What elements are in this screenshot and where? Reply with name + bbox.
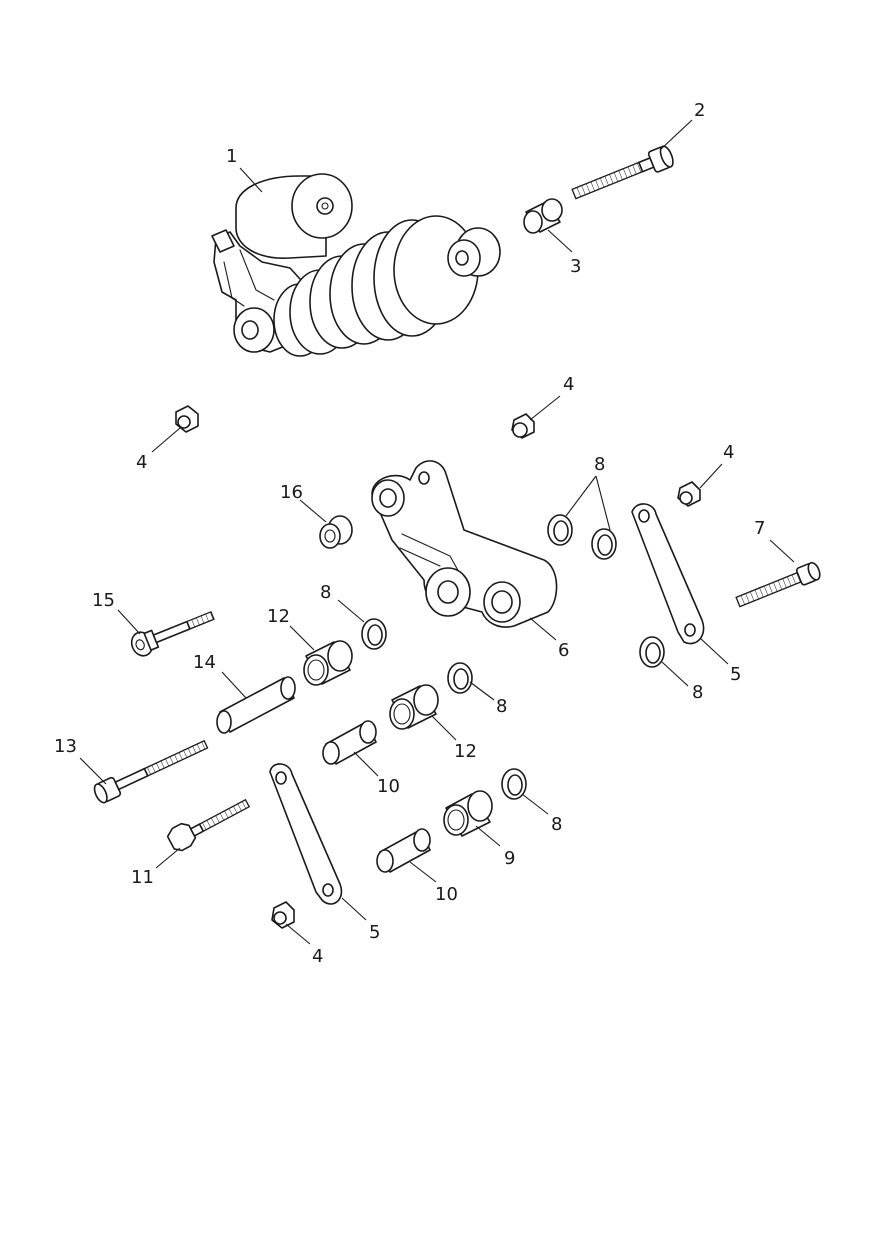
spacer-16[interactable] — [319, 515, 353, 549]
callout-8-d: 8 — [692, 682, 703, 703]
callout-11: 11 — [131, 867, 154, 888]
bearing-12-upper[interactable] — [303, 640, 353, 686]
nut-upper-middle[interactable] — [511, 413, 535, 439]
link-right[interactable] — [631, 503, 705, 645]
bolt-long-13[interactable] — [92, 735, 210, 804]
bush-10-upper[interactable] — [322, 720, 377, 765]
nut-left[interactable] — [175, 405, 199, 433]
seal-8-f[interactable] — [501, 768, 527, 800]
bearing-12-lower[interactable] — [389, 684, 439, 730]
callout-12-a: 12 — [267, 606, 290, 627]
callout-7: 7 — [754, 518, 765, 539]
link-left[interactable] — [269, 763, 343, 905]
nut-bottom[interactable] — [271, 901, 295, 929]
callout-9: 9 — [504, 848, 515, 869]
callout-10-b: 10 — [435, 884, 458, 905]
rocker-arm[interactable] — [371, 460, 558, 628]
nut-right[interactable] — [677, 481, 701, 507]
callout-5-b: 5 — [369, 922, 380, 943]
callout-10-a: 10 — [377, 776, 400, 797]
callout-4-d: 4 — [312, 946, 323, 967]
callout-8-a: 8 — [594, 454, 605, 475]
bolt-right[interactable] — [735, 561, 822, 610]
callout-3: 3 — [570, 256, 581, 277]
callout-4-a: 4 — [136, 452, 147, 473]
callout-8-e: 8 — [551, 814, 562, 835]
sleeve-14[interactable] — [216, 676, 296, 734]
seal-8-c[interactable] — [361, 618, 387, 650]
callout-5-a: 5 — [730, 664, 741, 685]
callout-6: 6 — [558, 640, 569, 661]
callout-14: 14 — [193, 652, 216, 673]
callout-12-b: 12 — [454, 741, 477, 762]
bearing-9[interactable] — [443, 790, 493, 837]
shock-absorber[interactable] — [211, 173, 501, 357]
callout-8-b: 8 — [320, 582, 331, 603]
seal-8-b[interactable] — [591, 528, 617, 560]
callout-numbers: 1 2 3 4 4 4 4 5 5 6 7 8 8 8 8 8 9 10 10 … — [54, 100, 765, 967]
callout-16: 16 — [280, 482, 303, 503]
bush-10-lower[interactable] — [376, 828, 431, 873]
callout-15: 15 — [92, 590, 115, 611]
callout-2: 2 — [694, 100, 705, 121]
bolt-flange-11[interactable] — [165, 792, 252, 854]
callout-4-c: 4 — [723, 442, 734, 463]
seal-8-d[interactable] — [447, 662, 473, 694]
callout-4-b: 4 — [563, 374, 574, 395]
spacer-upper[interactable] — [523, 198, 563, 234]
bolt-upper-mount[interactable] — [570, 144, 676, 204]
callout-8-c: 8 — [496, 696, 507, 717]
callout-13: 13 — [54, 736, 77, 757]
seal-8-e[interactable] — [639, 636, 665, 668]
seal-8-a[interactable] — [547, 514, 573, 546]
leader-lines — [79, 119, 795, 945]
bolt-torx-15[interactable] — [128, 604, 217, 658]
callout-1: 1 — [226, 146, 237, 167]
